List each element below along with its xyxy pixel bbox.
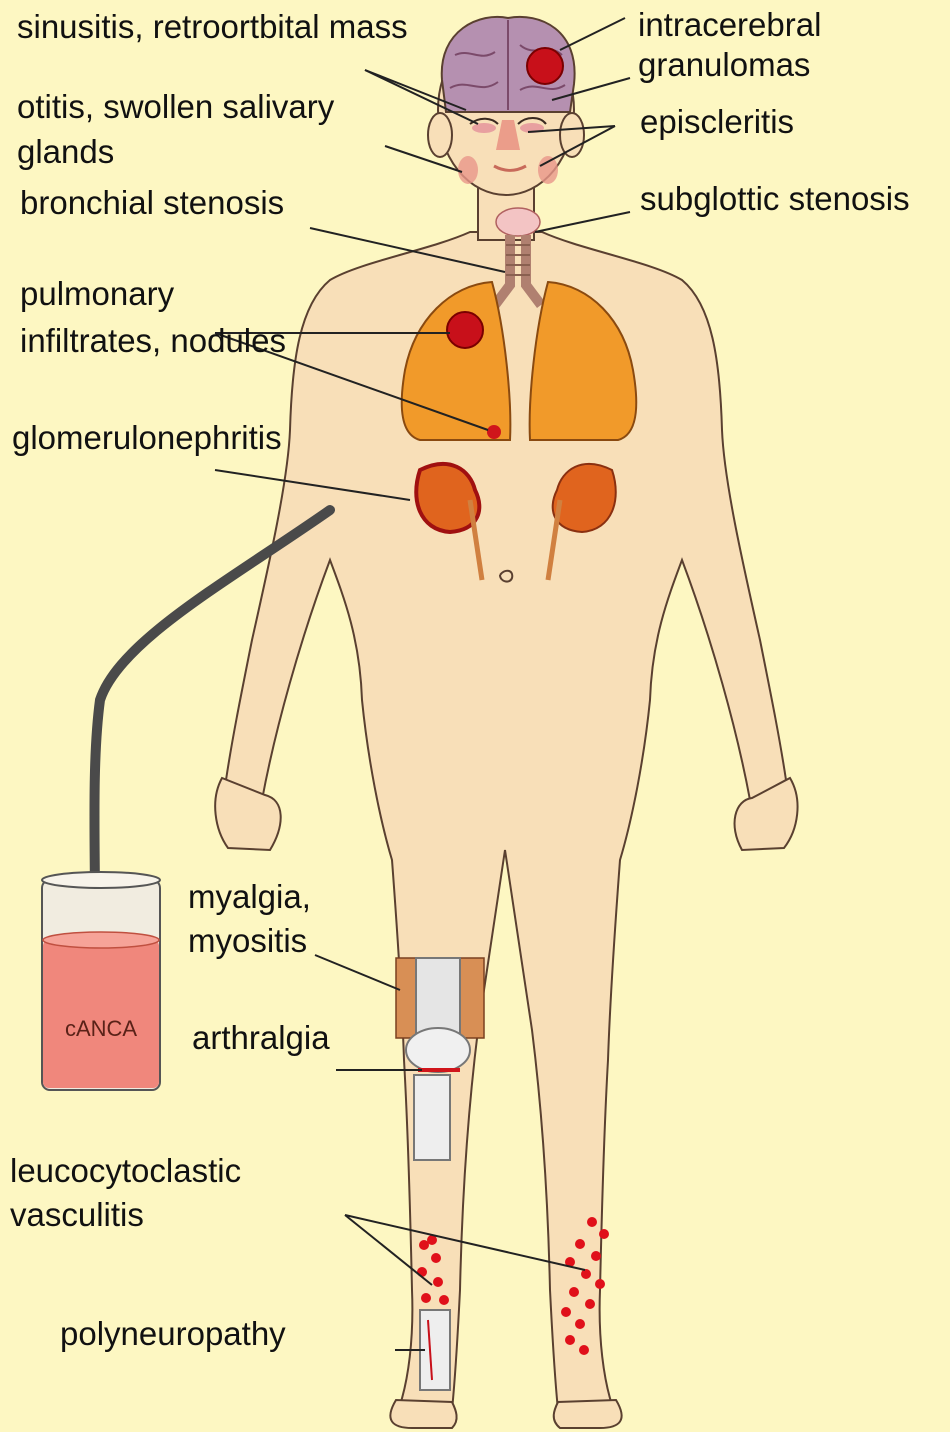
label-sinusitis: sinusitis, retroortbital mass [17,4,408,50]
label-intracerebral-2: granulomas [638,42,810,88]
label-pulmonary-2: infiltrates, nodules [20,318,286,364]
label-leucocytoclastic-2: vasculitis [10,1192,144,1238]
label-polyneuropathy: polyneuropathy [60,1311,286,1357]
label-bronchial: bronchial stenosis [20,180,284,226]
label-myalgia-2: myositis [188,918,307,964]
pulmonary-nodule-large [447,312,483,348]
tube-label: cANCA [65,1016,137,1041]
label-subglottic: subglottic stenosis [640,176,910,222]
label-otitis-1: otitis, swollen salivary [17,84,334,130]
label-otitis-2: glands [17,129,114,175]
sample-tube [42,872,160,1090]
label-myalgia-1: myalgia, [188,874,311,920]
label-arthralgia: arthralgia [192,1015,330,1061]
label-leucocytoclastic-1: leucocytoclastic [10,1148,241,1194]
label-pulmonary-1: pulmonary [20,271,174,317]
intracerebral-granuloma-mark [527,48,563,84]
pulmonary-nodule-small [487,425,501,439]
label-glomerulonephritis: glomerulonephritis [12,415,282,461]
label-episcleritis: episcleritis [640,99,794,145]
